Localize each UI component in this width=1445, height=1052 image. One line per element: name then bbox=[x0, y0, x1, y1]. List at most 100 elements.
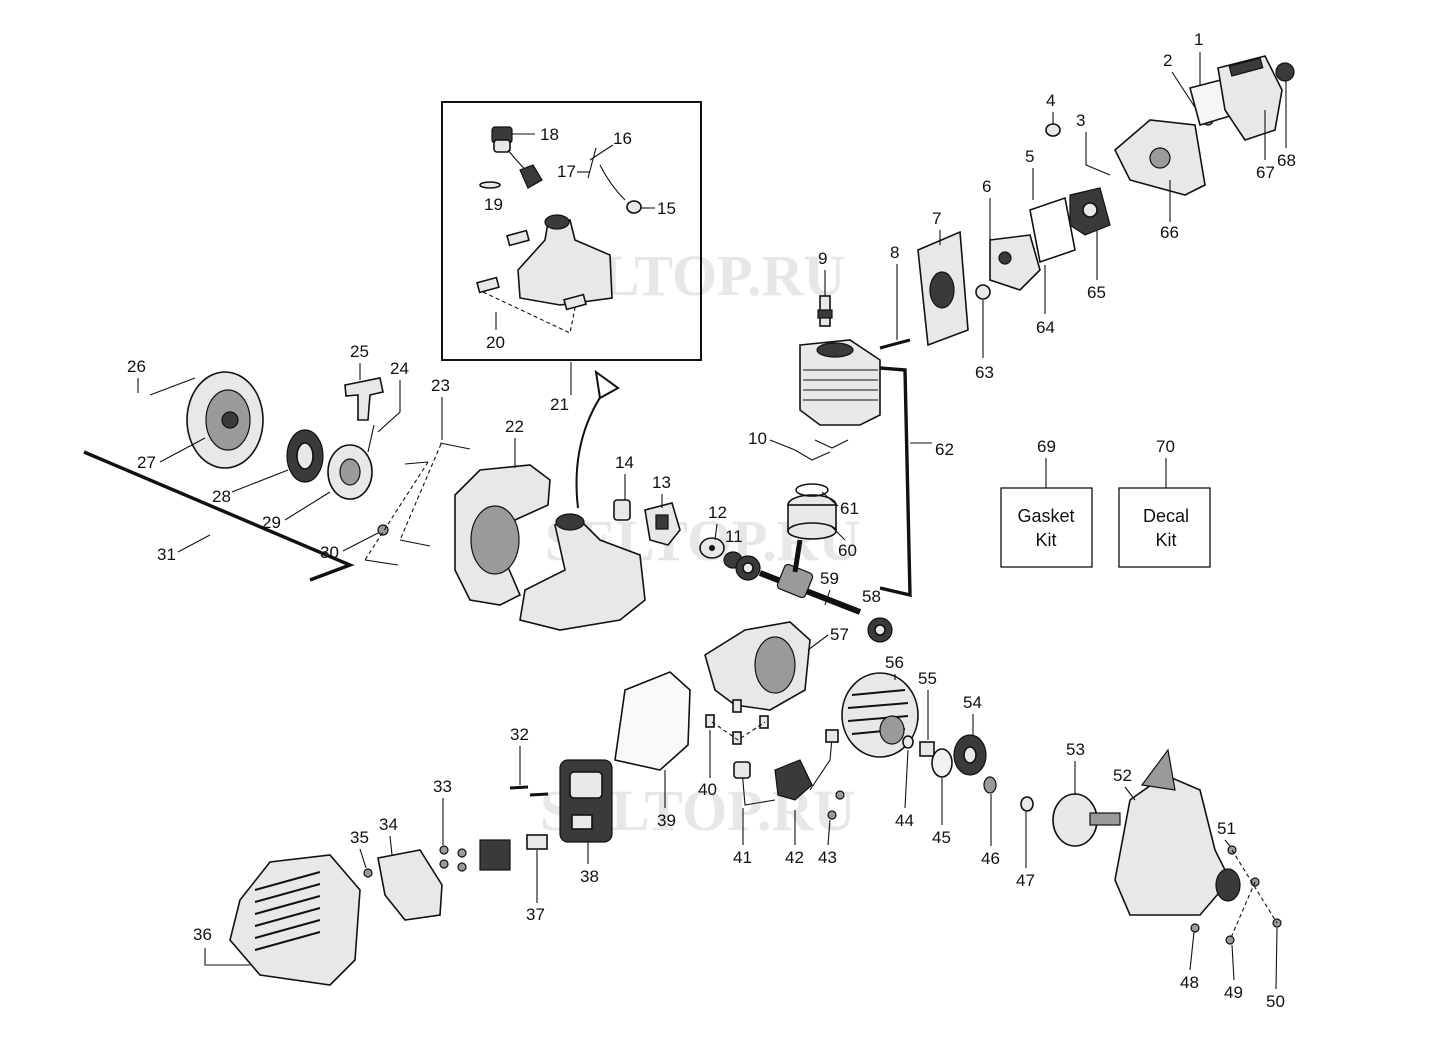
part-label-51: 51 bbox=[1217, 819, 1236, 838]
nut-part bbox=[377, 524, 389, 536]
fuel-fitting-part bbox=[626, 200, 642, 214]
part-label-4: 4 bbox=[1046, 91, 1055, 110]
crankcase-part bbox=[704, 621, 811, 711]
part-label-43: 43 bbox=[818, 848, 837, 867]
grommet-part bbox=[506, 229, 530, 247]
decal-kit-line1: Decal bbox=[1143, 506, 1189, 526]
screw-part bbox=[439, 845, 449, 855]
grommet-part-14 bbox=[613, 499, 631, 521]
screw-part bbox=[509, 785, 529, 790]
part-label-26: 26 bbox=[127, 357, 146, 376]
cylinder-part bbox=[799, 339, 881, 426]
part-label-44: 44 bbox=[895, 811, 914, 830]
part-label-41: 41 bbox=[733, 848, 752, 867]
knob-part bbox=[1275, 62, 1295, 82]
part-label-40: 40 bbox=[698, 780, 717, 799]
carb-assembly-part bbox=[1069, 187, 1111, 236]
part-label-47: 47 bbox=[1016, 871, 1035, 890]
part-label-67: 67 bbox=[1256, 163, 1275, 182]
part-label-6: 6 bbox=[982, 177, 991, 196]
part-label-5: 5 bbox=[1025, 147, 1034, 166]
screw-part bbox=[827, 810, 837, 820]
spark-boot-part bbox=[733, 761, 751, 779]
recoil-spring-part bbox=[286, 429, 324, 483]
screw-part bbox=[457, 848, 467, 858]
part-label-25: 25 bbox=[350, 342, 369, 361]
gasket-kit-line1: Gasket bbox=[1017, 506, 1074, 526]
screw-part bbox=[364, 559, 399, 566]
gasket-kit-box bbox=[1000, 487, 1093, 568]
part-label-52: 52 bbox=[1113, 766, 1132, 785]
clutch-part bbox=[953, 734, 987, 776]
label-part bbox=[526, 834, 548, 850]
bolt-part bbox=[879, 338, 911, 350]
part-label-8: 8 bbox=[890, 243, 899, 262]
screw-part bbox=[404, 461, 429, 465]
part-label-28: 28 bbox=[212, 487, 231, 506]
washer-part bbox=[902, 735, 914, 749]
part-label-70: 70 bbox=[1156, 437, 1175, 456]
part-label-63: 63 bbox=[975, 363, 994, 382]
part-label-11: 11 bbox=[725, 527, 743, 546]
clutch-drum-part bbox=[1052, 793, 1121, 847]
starter-housing-part bbox=[186, 371, 264, 469]
piston-part bbox=[787, 483, 837, 540]
part-label-48: 48 bbox=[1180, 973, 1199, 992]
washer-part bbox=[1020, 796, 1034, 812]
part-label-62: 62 bbox=[935, 440, 954, 459]
pin-part bbox=[732, 699, 742, 713]
part-label-31: 31 bbox=[157, 545, 176, 564]
part-label-69: 69 bbox=[1037, 437, 1056, 456]
ignition-module-part bbox=[774, 729, 839, 801]
spark-plug-part bbox=[817, 295, 833, 327]
fuel-tank-part bbox=[517, 214, 613, 306]
clutch-washer-part bbox=[931, 748, 953, 778]
part-label-21: 21 bbox=[550, 395, 569, 414]
part-label-50: 50 bbox=[1266, 992, 1285, 1011]
part-label-36: 36 bbox=[193, 925, 212, 944]
part-label-23: 23 bbox=[431, 376, 450, 395]
part-label-57: 57 bbox=[830, 625, 849, 644]
screw-part bbox=[399, 539, 431, 547]
part-label-64: 64 bbox=[1036, 318, 1055, 337]
fuel-filter-part bbox=[519, 164, 543, 189]
flywheel-part bbox=[841, 672, 919, 758]
spacer-part bbox=[919, 741, 935, 757]
part-label-60: 60 bbox=[838, 541, 857, 560]
grommet-part bbox=[563, 293, 587, 311]
part-label-29: 29 bbox=[262, 513, 281, 532]
screw-part bbox=[439, 859, 449, 869]
fuel-tank-inset-box bbox=[441, 101, 702, 361]
part-label-9: 9 bbox=[818, 249, 827, 268]
assembly-arrow bbox=[575, 389, 606, 509]
part-label-13: 13 bbox=[652, 473, 671, 492]
part-label-59: 59 bbox=[820, 569, 839, 588]
part-label-19: 19 bbox=[484, 195, 503, 214]
engine-assembly-bracket bbox=[879, 366, 912, 598]
pin-part bbox=[759, 715, 769, 729]
grommet-part bbox=[476, 276, 500, 294]
clutch-housing-part bbox=[1114, 748, 1241, 916]
gasket-kit-line2: Kit bbox=[1035, 530, 1056, 550]
part-label-18: 18 bbox=[540, 125, 559, 144]
part-label-27: 27 bbox=[137, 453, 156, 472]
part-label-10: 10 bbox=[748, 429, 767, 448]
part-label-14: 14 bbox=[615, 453, 634, 472]
part-label-53: 53 bbox=[1066, 740, 1085, 759]
ignition-wire-part bbox=[741, 769, 776, 806]
fuel-tank-assembly-part bbox=[519, 513, 646, 631]
part-label-2: 2 bbox=[1163, 51, 1172, 70]
part-label-35: 35 bbox=[350, 828, 369, 847]
decal-kit-box bbox=[1118, 487, 1211, 568]
screw-part bbox=[457, 862, 467, 872]
carburetor-adapter-part bbox=[644, 502, 681, 546]
engine-housing-part bbox=[454, 464, 551, 606]
air-filter-housing-part bbox=[1114, 119, 1206, 196]
assembly-arrow-head bbox=[594, 369, 620, 400]
cap-part bbox=[1045, 123, 1061, 137]
part-label-56: 56 bbox=[885, 653, 904, 672]
carburetor-part bbox=[989, 234, 1041, 291]
starter-assembly-bracket bbox=[83, 450, 355, 582]
part-label-39: 39 bbox=[657, 811, 676, 830]
